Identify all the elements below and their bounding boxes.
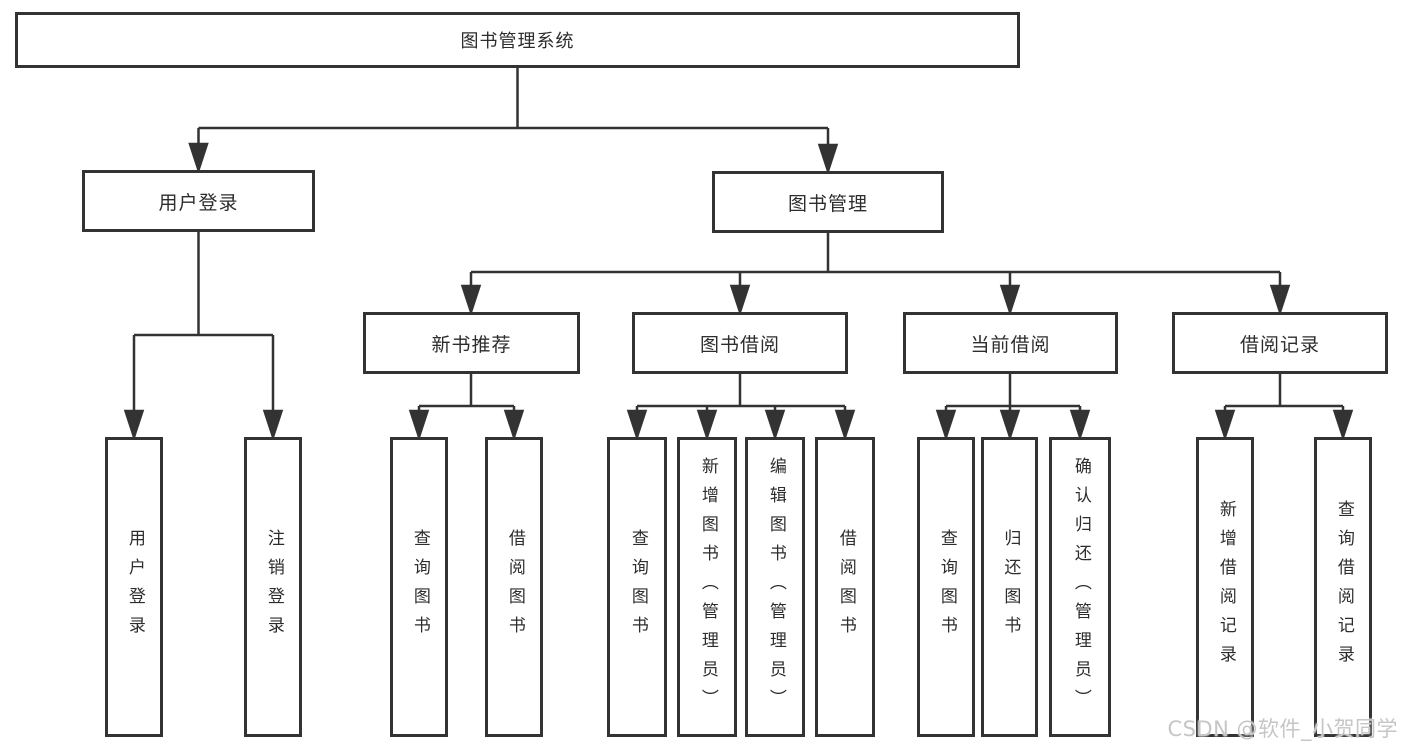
leaf-borrow-add-admin: 新增图书（管理员） (677, 437, 737, 737)
leaf-records-query: 查询借阅记录 (1314, 437, 1372, 737)
node-new-book-recommend: 新书推荐 (363, 312, 580, 374)
leaf-newbooks-query: 查询图书 (390, 437, 448, 737)
leaf-records-add: 新增借阅记录 (1196, 437, 1254, 737)
leaf-current-return-label: 归还图书 (1000, 529, 1021, 645)
connector-userlogin-to-leaves (123, 232, 284, 442)
leaf-newbooks-query-label: 查询图书 (409, 529, 430, 645)
node-new-book-recommend-label: 新书推荐 (431, 333, 512, 356)
leaf-borrow-query: 查询图书 (607, 437, 667, 737)
node-user-login-label: 用户登录 (158, 191, 239, 214)
node-borrow-records-label: 借阅记录 (1239, 333, 1320, 356)
connector-root-to-level2 (188, 68, 839, 176)
leaf-current-query-label: 查询图书 (936, 529, 957, 645)
node-book-borrow-label: 图书借阅 (699, 333, 780, 356)
leaf-newbooks-borrow-label: 借阅图书 (504, 529, 525, 645)
node-current-borrow: 当前借阅 (903, 312, 1118, 374)
connector-current-to-leaves (935, 374, 1091, 442)
leaf-current-return: 归还图书 (981, 437, 1038, 737)
connector-records-to-leaves (1214, 374, 1354, 442)
leaf-user-login-label: 用户登录 (124, 529, 145, 645)
leaf-borrow-add-admin-label: 新增图书（管理员） (697, 456, 718, 718)
node-borrow-records: 借阅记录 (1172, 312, 1388, 374)
leaf-borrow-query-label: 查询图书 (627, 529, 648, 645)
leaf-records-query-label: 查询借阅记录 (1333, 500, 1354, 674)
node-book-management: 图书管理 (712, 171, 944, 233)
node-root-system-label: 图书管理系统 (460, 31, 575, 52)
leaf-borrow-book-label: 借阅图书 (835, 529, 856, 645)
node-book-borrow: 图书借阅 (632, 312, 848, 374)
leaf-logout: 注销登录 (244, 437, 302, 737)
leaf-current-confirm-admin: 确认归还（管理员） (1049, 437, 1111, 737)
leaf-borrow-edit-admin: 编辑图书（管理员） (745, 437, 805, 737)
node-current-borrow-label: 当前借阅 (970, 333, 1051, 356)
connector-borrow-to-leaves (626, 374, 856, 442)
connector-bookmgmt-to-level3 (460, 233, 1291, 317)
leaf-borrow-book: 借阅图书 (815, 437, 875, 737)
node-book-management-label: 图书管理 (787, 192, 868, 215)
leaf-borrow-edit-admin-label: 编辑图书（管理员） (765, 456, 786, 718)
watermark: CSDN @软件_小贺同学 (1167, 717, 1398, 741)
node-user-login: 用户登录 (82, 170, 315, 232)
leaf-newbooks-borrow: 借阅图书 (485, 437, 543, 737)
leaf-user-login: 用户登录 (105, 437, 163, 737)
leaf-current-confirm-admin-label: 确认归还（管理员） (1070, 456, 1091, 718)
leaf-current-query: 查询图书 (917, 437, 975, 737)
leaf-logout-label: 注销登录 (263, 529, 284, 645)
node-root-system: 图书管理系统 (15, 12, 1020, 68)
leaf-records-add-label: 新增借阅记录 (1215, 500, 1236, 674)
connector-newbooks-to-leaves (408, 374, 525, 442)
